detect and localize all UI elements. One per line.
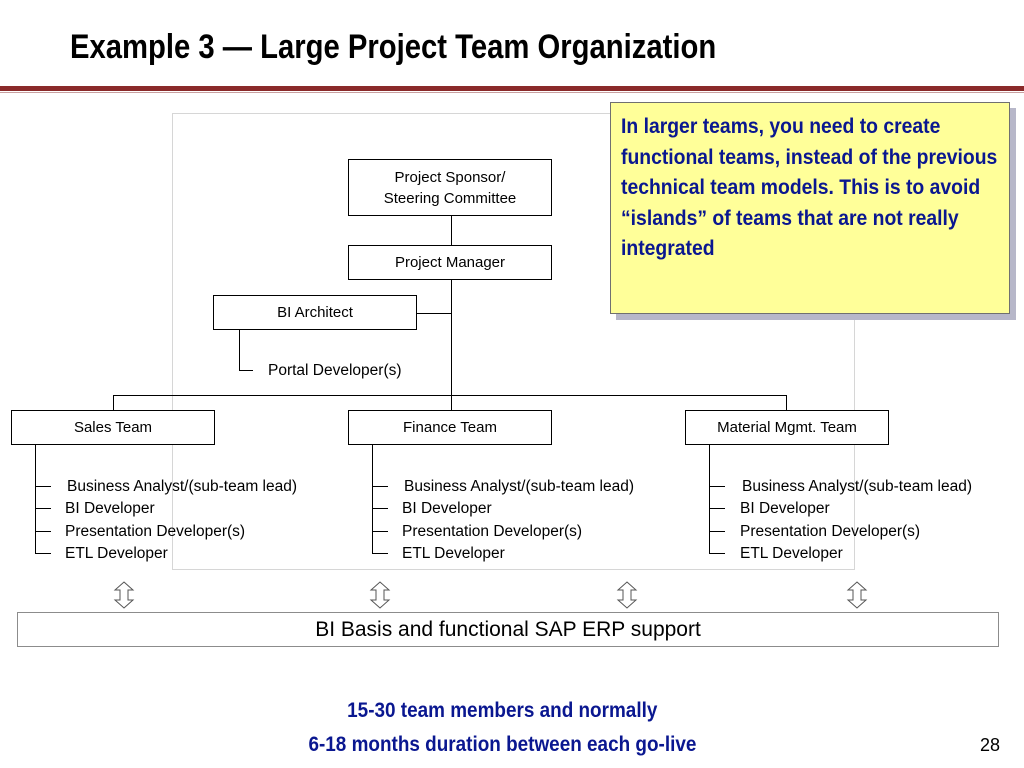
material-members-line [709,445,710,554]
team-member: Presentation Developer(s) [402,523,583,540]
title-rule [0,86,1024,91]
portal-tick [239,370,253,371]
finance-drop-line [451,395,452,411]
finance-tick [372,531,388,532]
material-team-box: Material Mgmt. Team [685,410,889,445]
material-tick [709,553,725,554]
diagram-frame [172,113,855,570]
footer-line-2: 6-18 months duration between each go-liv… [0,732,1004,757]
finance-tick [372,553,388,554]
sales-tick [35,531,51,532]
double-arrow-icon [113,581,135,609]
double-arrow-icon [369,581,391,609]
teams-horizontal-line [113,395,787,396]
material-drop-line [786,395,787,411]
architect-connector [416,313,452,314]
sponsor-box: Project Sponsor/ Steering Committee [348,159,552,216]
sales-tick [35,553,51,554]
team-member: BI Developer [65,500,155,517]
double-arrow-icon [846,581,868,609]
manager-box: Project Manager [348,245,552,280]
callout-box: In larger teams, you need to create func… [610,102,1010,314]
footer-line-1: 15-30 team members and normally [0,698,1004,723]
footer-line-2-text: 6-18 months duration between each go-liv… [308,732,696,756]
slide-title: Example 3 — Large Project Team Organizat… [70,28,717,66]
support-bar: BI Basis and functional SAP ERP support [17,612,999,647]
team-member: Business Analyst/(sub-team lead) [67,478,298,495]
team-member: ETL Developer [65,545,168,562]
team-member: ETL Developer [740,545,843,562]
portal-developer-label: Portal Developer(s) [268,362,402,379]
sales-team-box: Sales Team [11,410,215,445]
team-member: Presentation Developer(s) [740,523,921,540]
portal-vertical-line [239,330,240,371]
team-member: Business Analyst/(sub-team lead) [404,478,635,495]
team-member: Business Analyst/(sub-team lead) [742,478,973,495]
team-member: Presentation Developer(s) [65,523,246,540]
team-member: ETL Developer [402,545,505,562]
finance-tick [372,508,388,509]
sales-tick [35,486,51,487]
footer-line-1-text: 15-30 team members and normally [346,698,658,722]
callout-text: In larger teams, you need to create func… [621,114,998,260]
finance-team-box: Finance Team [348,410,552,445]
finance-tick [372,486,388,487]
architect-box: BI Architect [213,295,417,330]
main-trunk-line [451,216,452,396]
sales-members-line [35,445,36,554]
page-number: 28 [980,735,1001,755]
material-tick [709,486,725,487]
material-tick [709,508,725,509]
title-rule-thin [0,92,1024,93]
sales-tick [35,508,51,509]
finance-members-line [372,445,373,554]
double-arrow-icon [616,581,638,609]
team-member: BI Developer [402,500,492,517]
sales-drop-line [113,395,114,411]
material-tick [709,531,725,532]
team-member: BI Developer [740,500,830,517]
